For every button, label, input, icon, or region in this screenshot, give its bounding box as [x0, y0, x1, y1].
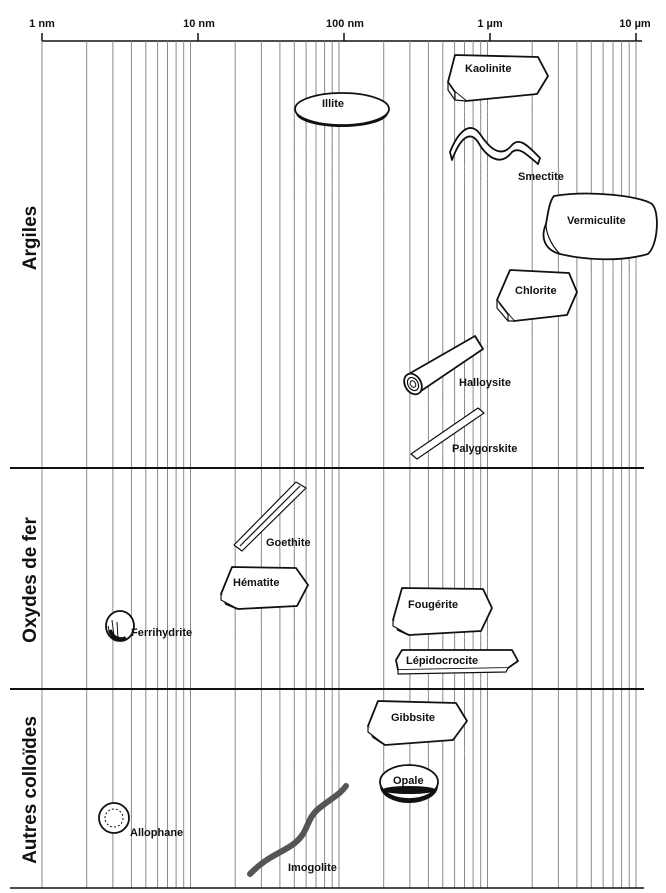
gibbsite-label: Gibbsite	[391, 712, 435, 724]
tick-label-1um: 1 µm	[477, 18, 503, 30]
opale-shape	[379, 764, 439, 803]
fougerite-label: Fougérite	[408, 599, 458, 611]
lepidocrocite-label: Lépidocrocite	[406, 655, 478, 667]
tick-label-1nm: 1 nm	[29, 18, 55, 30]
ferrihydrite-label: Ferrihydrite	[131, 627, 192, 639]
kaolinite-shape	[447, 54, 549, 102]
smectite-label: Smectite	[518, 171, 564, 183]
group-label-autres: Autres colloïdes	[20, 716, 41, 864]
log-grid-lines	[41, 41, 637, 888]
fougerite-shape	[392, 587, 493, 636]
tick-label-100nm: 100 nm	[326, 18, 364, 30]
hematite-shape	[220, 566, 309, 610]
major-ticks	[41, 33, 637, 41]
chlorite-label: Chlorite	[515, 285, 557, 297]
vermiculite-shape	[542, 192, 658, 261]
palygorskite-shape	[410, 407, 485, 460]
vermiculite-label: Vermiculite	[567, 215, 626, 227]
allophane-shape	[98, 802, 130, 834]
smectite-shape	[449, 127, 541, 165]
tick-label-10um: 10 µm	[619, 18, 651, 30]
tick-label-10nm: 10 nm	[183, 18, 215, 30]
lepidocrocite-shape	[395, 649, 519, 675]
halloysite-shape	[403, 335, 484, 396]
chlorite-shape	[496, 269, 578, 322]
hematite-label: Hématite	[233, 577, 279, 589]
goethite-label: Goethite	[266, 537, 311, 549]
goethite-shape	[233, 481, 307, 552]
opale-label: Opale	[393, 775, 424, 787]
illite-label: Illite	[322, 98, 344, 110]
imogolite-label: Imogolite	[288, 862, 337, 874]
illite-shape	[294, 92, 390, 127]
imogolite-shape	[247, 783, 349, 877]
palygorskite-label: Palygorskite	[452, 443, 517, 455]
allophane-label: Allophane	[130, 827, 183, 839]
halloysite-label: Halloysite	[459, 377, 511, 389]
gibbsite-shape	[367, 700, 468, 746]
ferrihydrite-shape	[105, 610, 135, 642]
group-label-argiles: Argiles	[20, 206, 41, 270]
size-range-lines	[234, 104, 637, 806]
kaolinite-label: Kaolinite	[465, 63, 511, 75]
group-label-oxydes: Oxydes de fer	[20, 517, 41, 643]
